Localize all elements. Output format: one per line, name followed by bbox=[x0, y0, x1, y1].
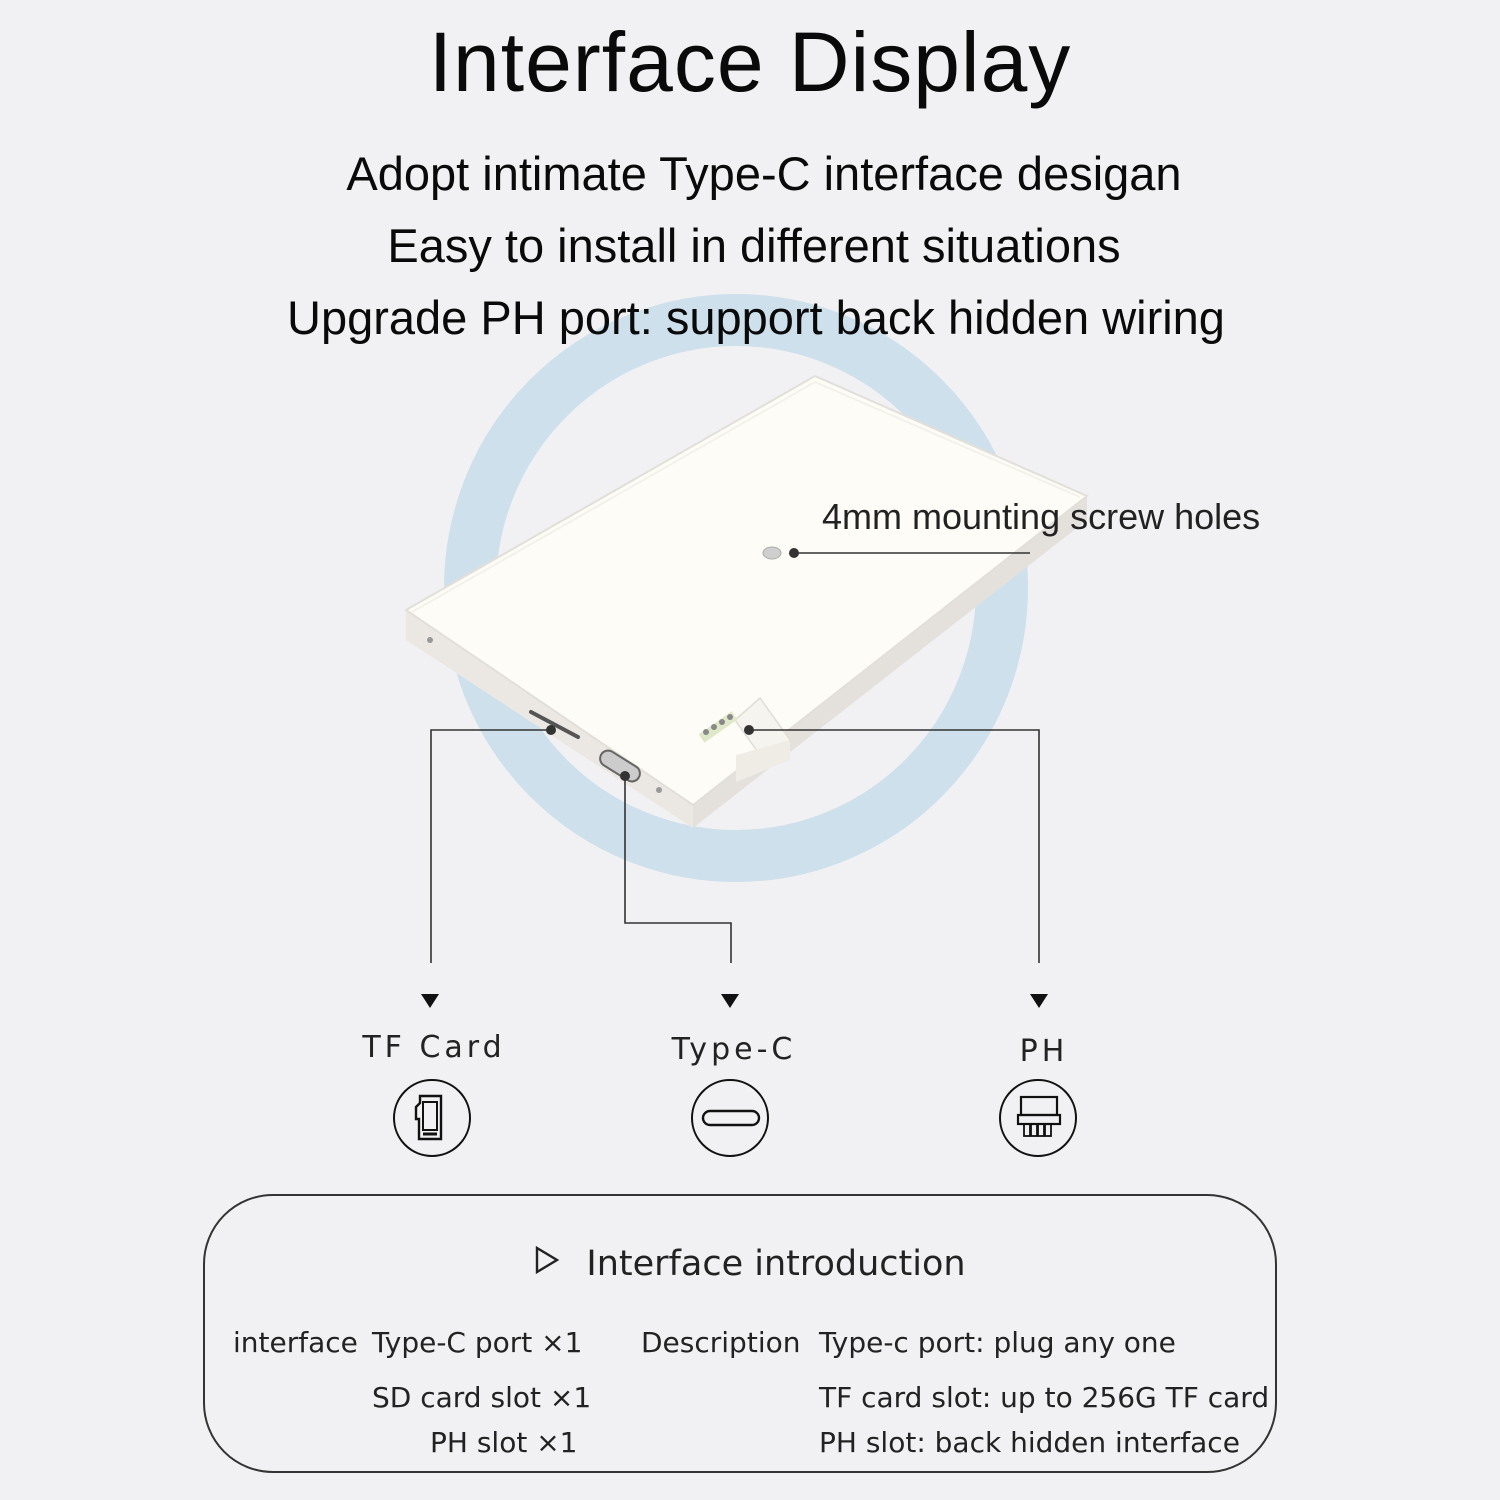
usb-c-icon bbox=[691, 1079, 769, 1157]
ph-leader-line bbox=[749, 729, 1040, 963]
tf-leader-line bbox=[430, 729, 551, 963]
device-right-side bbox=[693, 496, 1087, 828]
interface-item: Type-C port ×1 bbox=[372, 1326, 583, 1359]
tf-arrow-icon bbox=[421, 994, 439, 1008]
port-label-tf-card: TF Card bbox=[362, 1030, 506, 1065]
interface-heading: interface bbox=[233, 1326, 358, 1359]
mounting-screw-hole bbox=[762, 546, 782, 560]
feature-line-install: Easy to install in different situations bbox=[387, 219, 1121, 272]
page-title: Interface Display bbox=[428, 15, 1072, 109]
side-screw-hole-left bbox=[427, 637, 433, 643]
ph-connector-icon bbox=[999, 1079, 1077, 1157]
description-item: PH slot: back hidden interface bbox=[819, 1426, 1240, 1459]
sd-card-icon bbox=[393, 1079, 471, 1157]
tf-card-slot bbox=[529, 710, 580, 739]
type-c-leader-line bbox=[624, 776, 732, 963]
side-screw-hole-right bbox=[656, 787, 662, 793]
play-triangle-icon bbox=[534, 1244, 560, 1284]
type-c-arrow-icon bbox=[721, 994, 739, 1008]
interface-introduction-panel bbox=[203, 1194, 1277, 1473]
ph-arrow-icon bbox=[1030, 994, 1048, 1008]
interface-item: PH slot ×1 bbox=[430, 1426, 578, 1459]
feature-line-ph: Upgrade PH port: support back hidden wir… bbox=[287, 291, 1225, 344]
type-c-port bbox=[599, 749, 641, 783]
interface-item: SD card slot ×1 bbox=[372, 1381, 592, 1414]
interface-introduction-title: Interface introduction bbox=[0, 1244, 1500, 1284]
device-top-face bbox=[404, 374, 1089, 807]
port-label-type-c: Type-C bbox=[671, 1032, 797, 1067]
feature-line-type-c: Adopt intimate Type-C interface desigan bbox=[346, 147, 1182, 200]
description-item: TF card slot: up to 256G TF card bbox=[819, 1381, 1270, 1414]
description-item: Type-c port: plug any one bbox=[819, 1326, 1176, 1359]
mounting-holes-label: 4mm mounting screw holes bbox=[822, 496, 1261, 537]
panel-title-text: Interface introduction bbox=[586, 1244, 966, 1284]
ph-connector-pins bbox=[698, 711, 738, 743]
description-heading: Description bbox=[641, 1326, 801, 1359]
port-label-ph: PH bbox=[1019, 1034, 1069, 1069]
